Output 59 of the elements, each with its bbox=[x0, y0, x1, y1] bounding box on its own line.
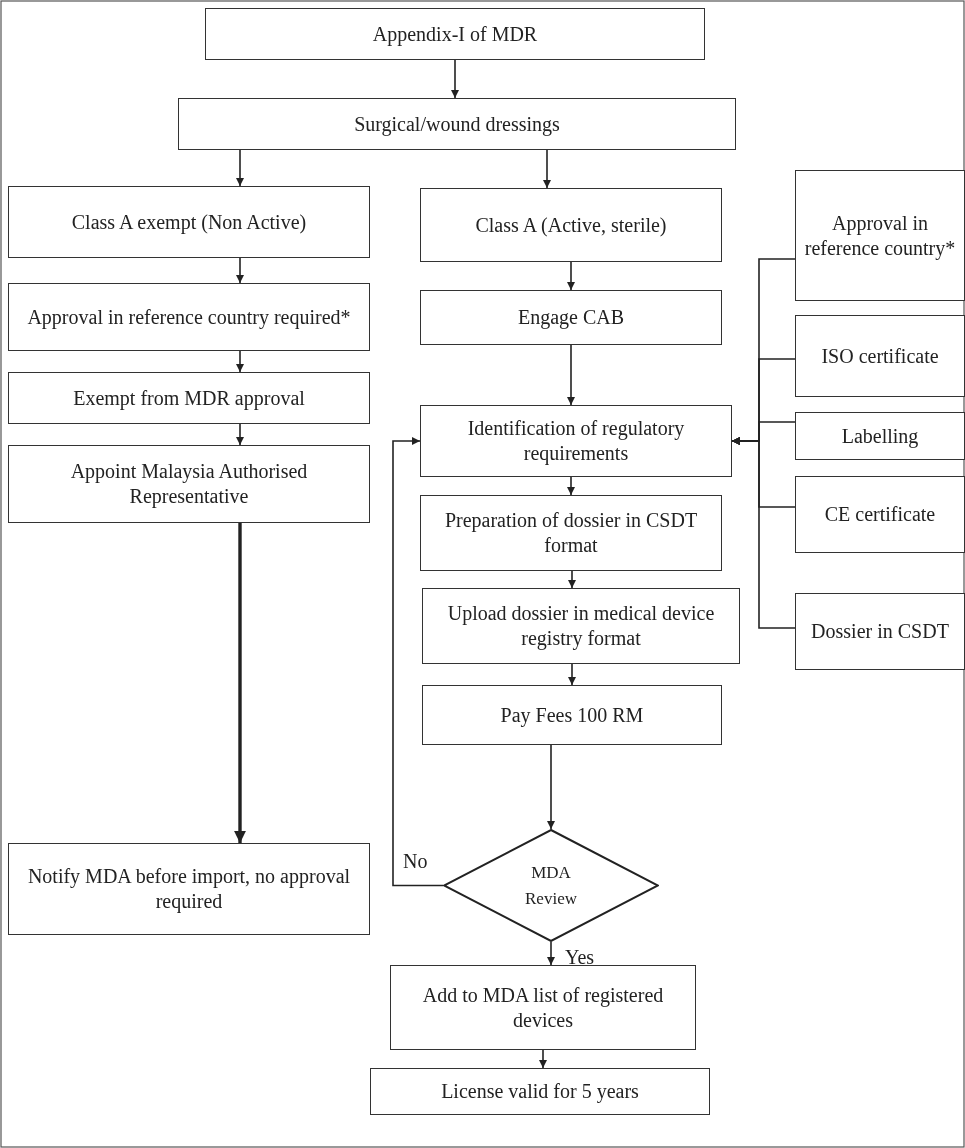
arrow bbox=[567, 476, 575, 496]
node-text: License valid for 5 years bbox=[441, 1079, 639, 1104]
arrow bbox=[236, 149, 244, 187]
process-box bbox=[795, 315, 965, 397]
process-box bbox=[420, 495, 722, 571]
process-box bbox=[422, 685, 722, 745]
node-text: Approval in reference country required* bbox=[27, 304, 351, 330]
node-text: Exempt from MDR approval bbox=[73, 385, 305, 411]
process-box bbox=[8, 372, 370, 424]
process-box bbox=[178, 98, 736, 150]
process-box bbox=[795, 476, 965, 553]
arrow bbox=[451, 59, 459, 99]
node-text: Appoint Malaysia Authorised Representative bbox=[69, 459, 309, 509]
process-box bbox=[370, 1068, 710, 1115]
decision-diamond bbox=[443, 829, 659, 942]
node-text: Class A exempt (Non Active) bbox=[71, 209, 307, 235]
arrow bbox=[392, 437, 444, 887]
node-text: CE certificate bbox=[824, 502, 936, 527]
process-box bbox=[8, 445, 370, 523]
node-text: Notify MDA before import, no approval required bbox=[26, 864, 352, 914]
node-text: Add to MDA list of registered devices bbox=[421, 982, 665, 1033]
node-text: Labelling bbox=[841, 423, 919, 449]
node-text: Pay Fees 100 RM bbox=[500, 702, 644, 728]
node-text: Preparation of dossier in CSDT format bbox=[443, 508, 699, 558]
arrow bbox=[234, 523, 246, 843]
node-text: Appendix-I of MDR bbox=[372, 21, 538, 47]
process-box bbox=[422, 588, 740, 664]
node-text: MDA Review bbox=[524, 862, 578, 910]
process-box bbox=[795, 170, 965, 301]
arrow bbox=[567, 261, 575, 291]
arrow bbox=[547, 744, 555, 830]
arrow bbox=[236, 350, 244, 373]
process-box bbox=[420, 405, 732, 477]
arrow bbox=[568, 570, 576, 589]
arrow bbox=[567, 344, 575, 406]
node-text: ISO certificate bbox=[821, 343, 939, 369]
arrow bbox=[236, 257, 244, 284]
process-box bbox=[795, 412, 965, 460]
process-box bbox=[8, 283, 370, 351]
node-text: Dossier in CSDT bbox=[811, 619, 949, 644]
node-text: Approval in reference country* bbox=[803, 210, 957, 261]
node-text: Surgical/wound dressings bbox=[354, 111, 560, 137]
node-text: Identification of regulatory requirements bbox=[466, 416, 686, 466]
arrow bbox=[236, 423, 244, 446]
process-box bbox=[390, 965, 696, 1050]
process-box bbox=[795, 593, 965, 670]
process-box bbox=[8, 186, 370, 258]
process-box bbox=[420, 290, 722, 345]
process-box bbox=[8, 843, 370, 935]
arrow bbox=[543, 149, 551, 189]
arrow bbox=[539, 1049, 547, 1069]
node-text: Engage CAB bbox=[517, 305, 625, 330]
node-text: Class A (Active, sterile) bbox=[475, 212, 667, 238]
process-box bbox=[420, 188, 722, 262]
arrow bbox=[547, 941, 555, 966]
node-text: Upload dossier in medical device registry format bbox=[446, 601, 716, 651]
arrow bbox=[568, 663, 576, 686]
process-box bbox=[205, 8, 705, 60]
arrow bbox=[731, 437, 796, 629]
